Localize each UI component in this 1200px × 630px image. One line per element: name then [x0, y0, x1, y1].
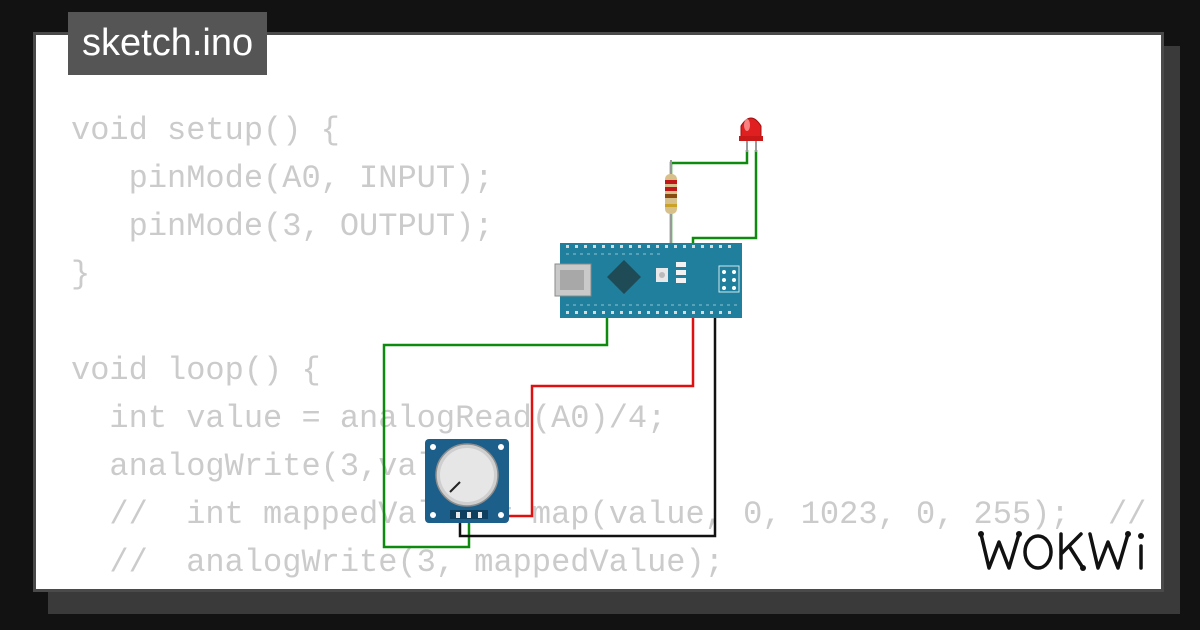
potentiometer-component[interactable] [425, 439, 509, 523]
wire-black-gnd-to-pot[interactable] [458, 314, 717, 538]
wire-green-a0-to-pot[interactable] [382, 314, 609, 549]
arduino-nano-board[interactable] [554, 243, 742, 318]
led-component[interactable] [739, 117, 763, 152]
code-line: pinMode(A0, INPUT); [71, 160, 494, 197]
wire-green-pin-to-led[interactable] [691, 150, 758, 246]
resistor-component[interactable] [665, 160, 677, 246]
file-tab[interactable]: sketch.ino [68, 12, 268, 75]
code-line: } [71, 256, 91, 293]
code-editor: void setup() { pinMode(A0, INPUT); pinMo… [71, 107, 1147, 589]
code-line: pinMode(3, OUTPUT); [71, 208, 494, 245]
code-line: // analogWrite(3, mappedValue); [71, 544, 724, 581]
wire-red-5v-to-pot[interactable] [483, 314, 695, 518]
wire-green-resistor-to-led[interactable] [669, 150, 749, 246]
pot-knob-indicator [449, 481, 461, 493]
code-line: // int mappedValue = map(value, 0, 1023,… [71, 496, 1147, 533]
code-line: void setup() { [71, 112, 340, 149]
code-line: int value = analogRead(A0)/4; [71, 400, 667, 437]
wokwi-logo [978, 531, 1144, 571]
code-line: void loop() { [71, 352, 321, 389]
